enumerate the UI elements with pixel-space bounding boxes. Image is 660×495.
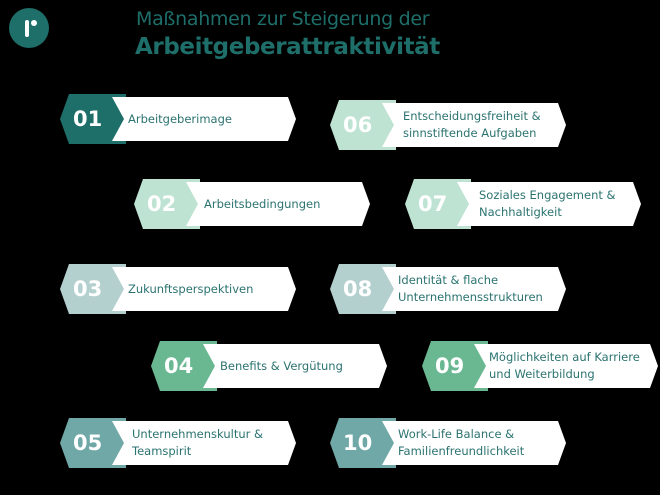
- measure-item-07: 07 Soziales Engagement & Nachhaltigkeit: [405, 179, 641, 229]
- item-number: 03: [73, 277, 103, 301]
- measure-item-05: 05 Unternehmenskultur & Teamspirit: [60, 418, 296, 468]
- hexagon-arrow-shape: [60, 264, 296, 314]
- item-number: 07: [418, 192, 448, 216]
- item-label: Work-Life Balance & Familienfreundlichke…: [398, 427, 525, 458]
- page-title-line2: Arbeitgeberattraktivität: [135, 34, 440, 60]
- measure-item-08: 08 Identität & flache Unternehmensstrukt…: [330, 264, 566, 314]
- page-title-line1: Maßnahmen zur Steigerung der: [136, 8, 430, 30]
- measure-item-04: 04 Benefits & Vergütung: [151, 341, 387, 391]
- item-number: 09: [435, 354, 465, 378]
- item-number: 05: [73, 431, 103, 455]
- item-number: 04: [164, 354, 194, 378]
- item-label: Möglichkeiten auf Karriere und Weiterbil…: [489, 350, 640, 381]
- item-label: Identität & flache Unternehmensstrukture…: [398, 273, 543, 304]
- hexagon-arrow-shape: [134, 179, 370, 229]
- hexagon-arrow-shape: [405, 179, 641, 229]
- item-label: Zukunftsperspektiven: [128, 281, 254, 296]
- measure-item-03: 03 Zukunftsperspektiven: [60, 264, 296, 314]
- item-label: Entscheidungsfreiheit & sinnstiftende Au…: [403, 109, 541, 140]
- measure-item-06: 06 Entscheidungsfreiheit & sinnstiftende…: [330, 100, 566, 150]
- item-number: 02: [147, 192, 177, 216]
- item-number: 06: [343, 113, 373, 137]
- item-number: 08: [343, 277, 373, 301]
- hexagon-arrow-shape: [422, 341, 658, 391]
- measure-item-02: 02 Arbeitsbedingungen: [134, 179, 370, 229]
- item-label: Unternehmenskultur & Teamspirit: [132, 427, 263, 458]
- r-logo-icon: [9, 8, 49, 48]
- item-number: 10: [343, 431, 373, 455]
- measure-item-10: 10 Work-Life Balance & Familienfreundlic…: [330, 418, 566, 468]
- item-label: Benefits & Vergütung: [220, 358, 343, 373]
- item-label: Arbeitsbedingungen: [204, 196, 321, 211]
- hexagon-arrow-shape: [60, 94, 296, 144]
- item-label: Soziales Engagement & Nachhaltigkeit: [479, 188, 616, 219]
- hexagon-arrow-shape: [330, 264, 566, 314]
- logo-dot: [31, 20, 37, 26]
- hexagon-arrow-shape: [330, 418, 566, 468]
- measure-item-01: 01 Arbeitgeberimage: [60, 94, 296, 144]
- hexagon-arrow-shape: [330, 100, 566, 150]
- item-number: 01: [73, 107, 103, 131]
- measure-item-09: 09 Möglichkeiten auf Karriere und Weiter…: [422, 341, 658, 391]
- logo-stem: [25, 20, 29, 37]
- hexagon-arrow-shape: [151, 341, 387, 391]
- hexagon-arrow-shape: [60, 418, 296, 468]
- item-label: Arbeitgeberimage: [128, 111, 232, 126]
